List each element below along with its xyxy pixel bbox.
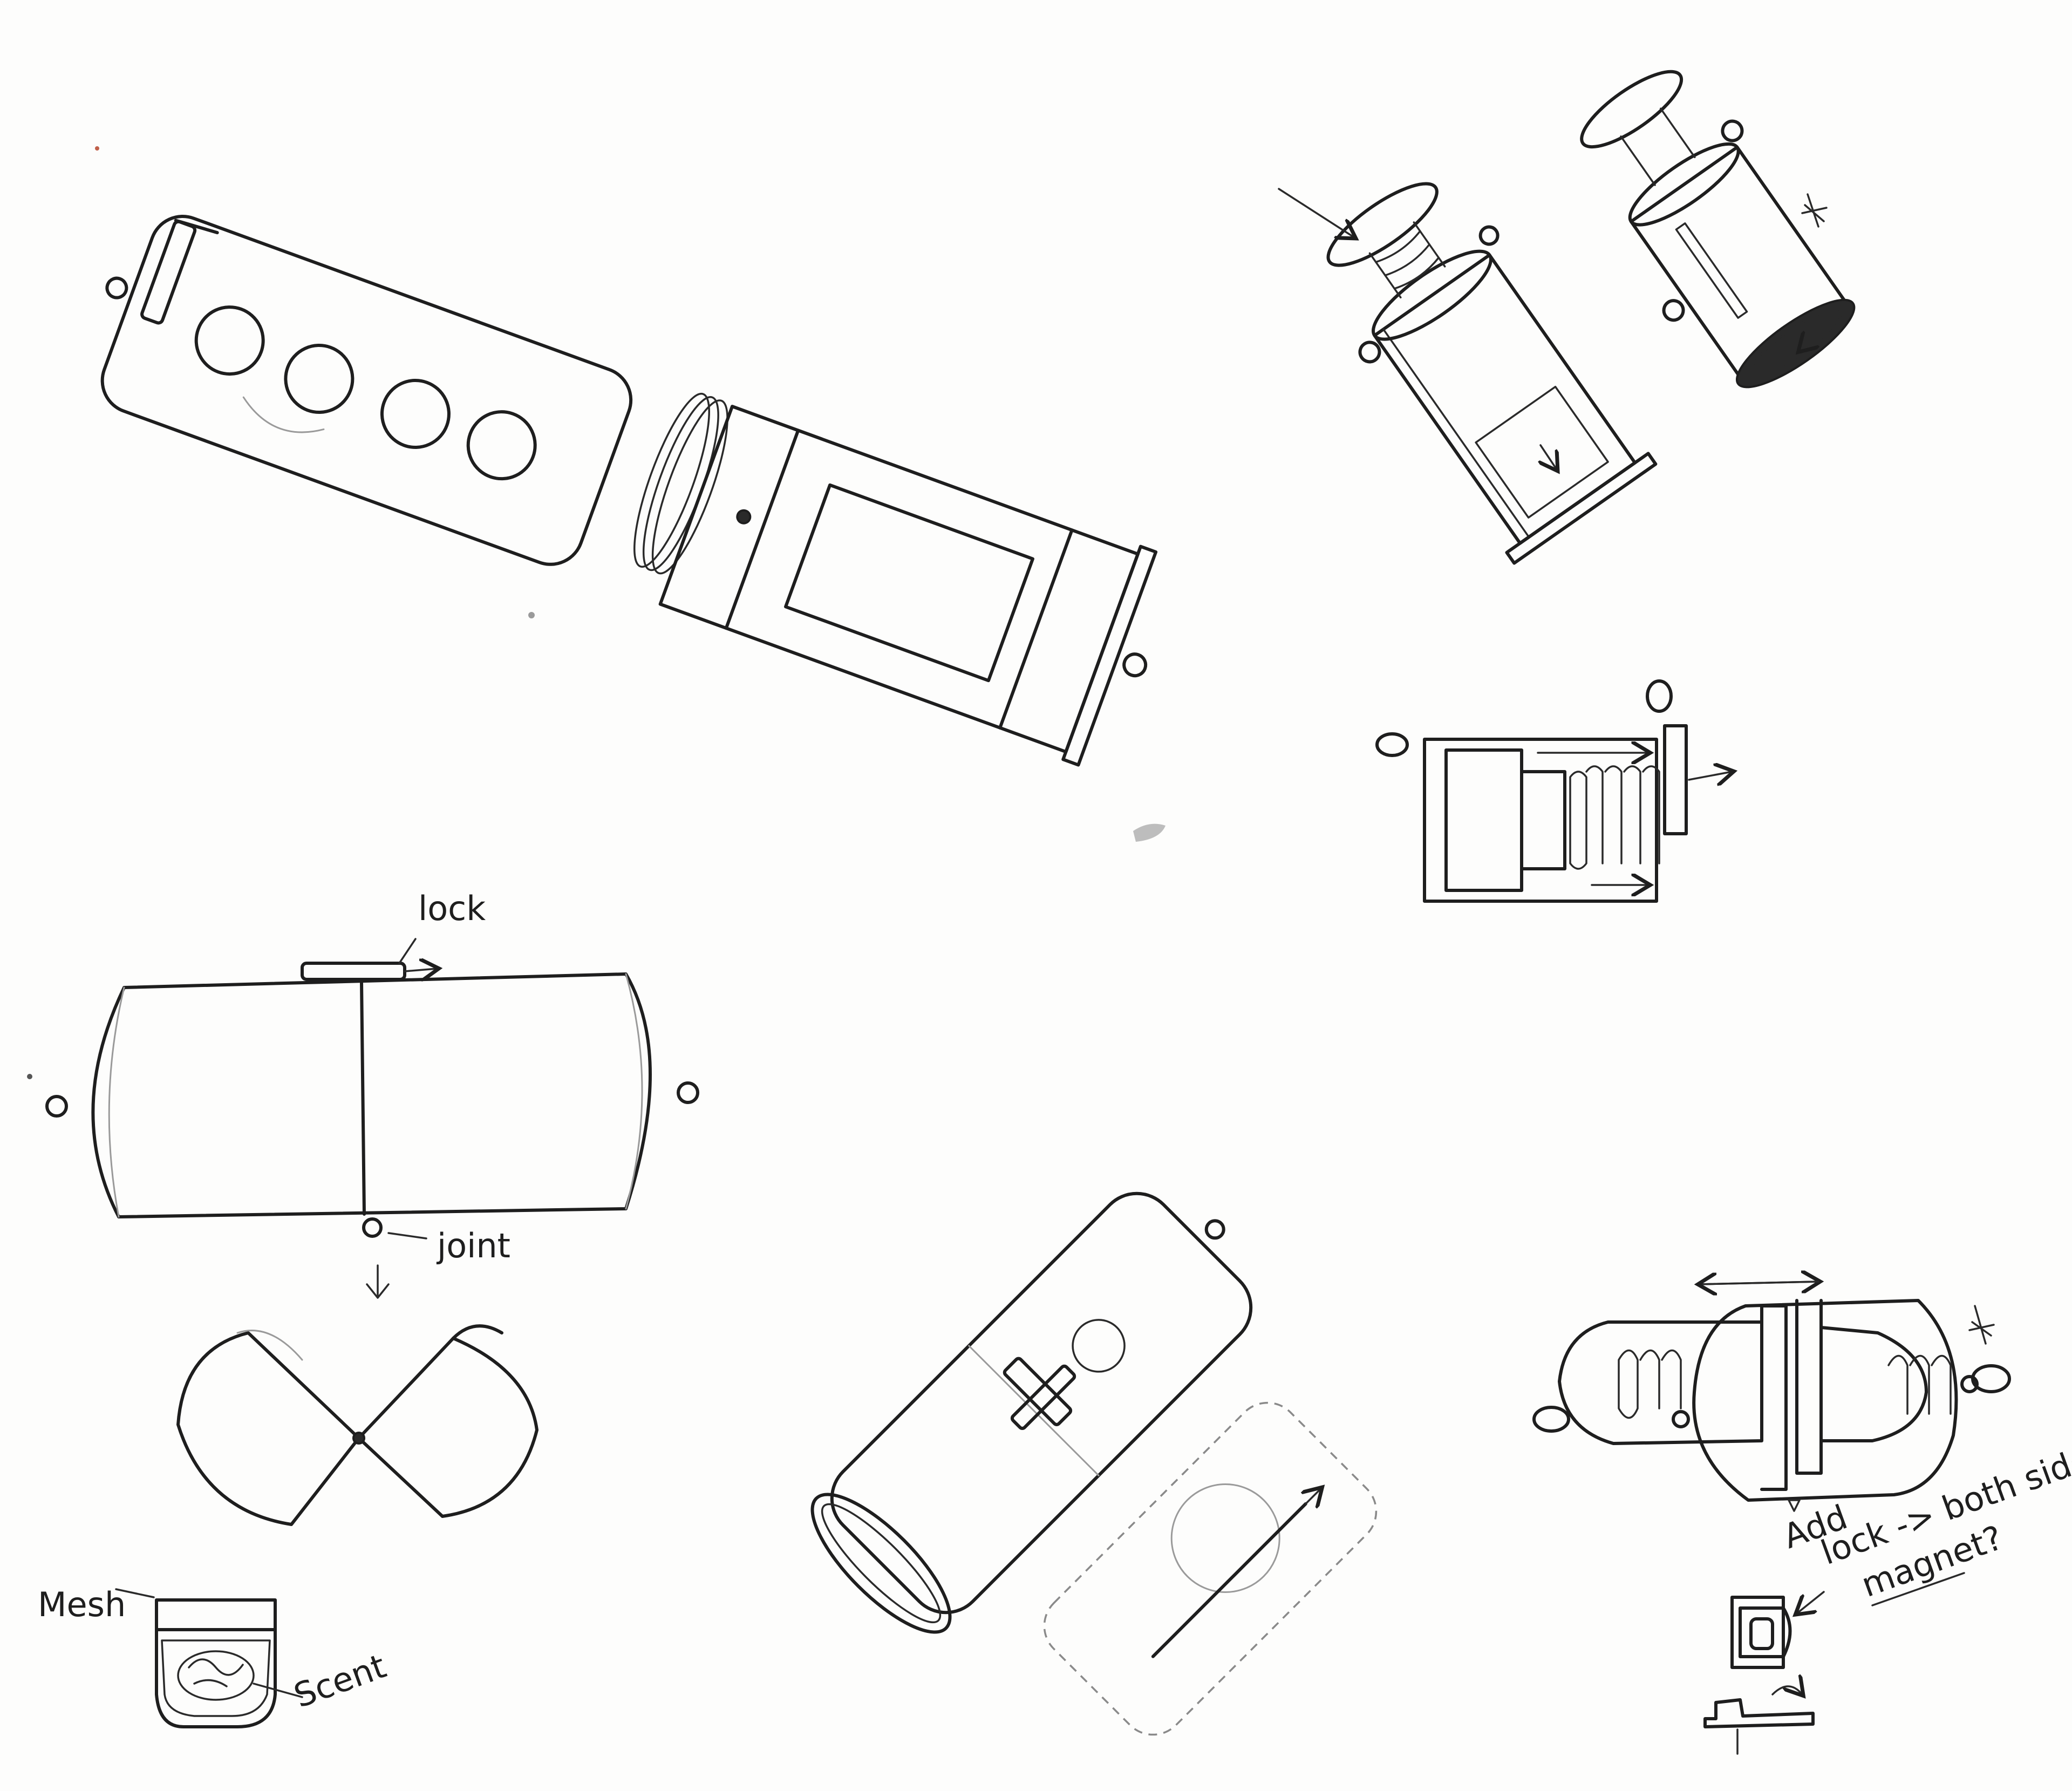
star-mark-icon: [1968, 1305, 1995, 1345]
sliding-spring-capsule-sketch: [1532, 1282, 2011, 1512]
hinge-loop-icon: [45, 1095, 68, 1118]
smudge: [27, 1074, 32, 1079]
star-mark-icon: [1801, 193, 1828, 228]
spring-feeder-sketch-a: [1326, 182, 1658, 565]
label-lock: lock: [418, 889, 486, 928]
arrow-icon: [366, 1264, 390, 1299]
pencil-ghost-sketch: [1043, 1401, 1378, 1736]
hinge-loop-icon: [1204, 1219, 1225, 1240]
hinge-loop-icon: [1122, 652, 1148, 678]
hinge-loop-icon: [677, 1081, 699, 1104]
joint-pin: [362, 1217, 383, 1238]
perforated-tube-sketch: [100, 215, 633, 566]
capsule-lock-sketch: [45, 938, 699, 1299]
lock-detail-sketch: [1703, 1591, 1825, 1755]
label-joint: joint: [436, 1226, 510, 1265]
clip-cylinder-sketch: [810, 1191, 1253, 1634]
spring-mesh-cylinder-sketch: [1375, 679, 1732, 903]
mesh-scent-pouch-sketch: [115, 1588, 303, 1728]
mesh-cap-sketch: [658, 405, 1158, 767]
spring-feeder-sketch-b: [1580, 70, 1856, 389]
open-clamshell-sketch: [176, 1324, 539, 1526]
label-scent: Scent: [289, 1646, 391, 1716]
smudge: [528, 612, 535, 618]
smudge: [1133, 823, 1166, 842]
hinge-loop-icon: [105, 276, 128, 299]
magnet-underline: [1871, 1572, 1965, 1606]
smudge: [95, 146, 99, 151]
label-mesh: Mesh: [38, 1585, 126, 1624]
